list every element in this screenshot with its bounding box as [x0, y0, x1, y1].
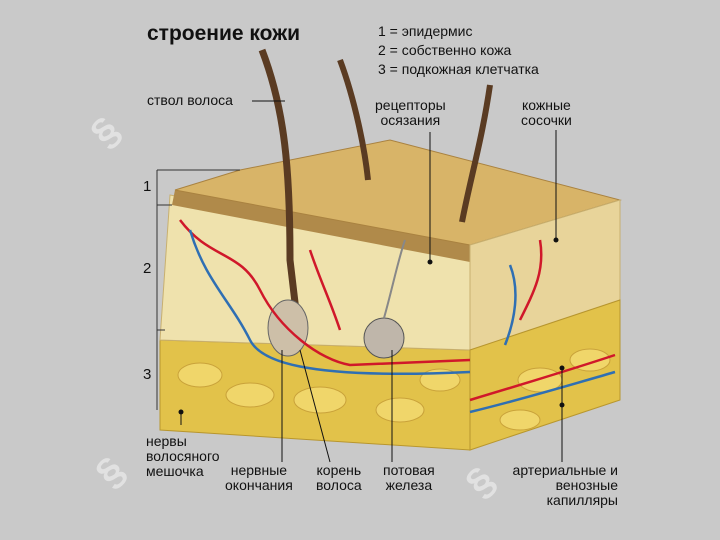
legend-item: 2 = собственно кожа [378, 42, 512, 58]
label-nerve-endings: нервные окончания [225, 462, 293, 493]
label-hair-shaft: ствол волоса [147, 92, 233, 108]
label-follicle-nerves: нервы волосяного мешочка [146, 433, 220, 479]
label-capillaries: артериальные и венозные капилляры [512, 462, 618, 508]
label-skin-papillae: кожные сосочки [521, 97, 572, 128]
label-touch-receptors: рецепторы осязания [375, 97, 446, 128]
legend-item: 3 = подкожная клетчатка [378, 61, 539, 77]
layer-number-1: 1 [143, 178, 152, 195]
label-hair-root: корень волоса [316, 462, 362, 493]
diagram-title: строение кожи [147, 22, 300, 45]
layer-number-2: 2 [143, 260, 152, 277]
layer-legend: 1 = эпидермис 2 = собственно кожа 3 = по… [378, 22, 539, 79]
legend-item: 1 = эпидермис [378, 23, 473, 39]
layer-number-3: 3 [143, 366, 152, 383]
label-sweat-gland: потовая железа [383, 462, 435, 493]
